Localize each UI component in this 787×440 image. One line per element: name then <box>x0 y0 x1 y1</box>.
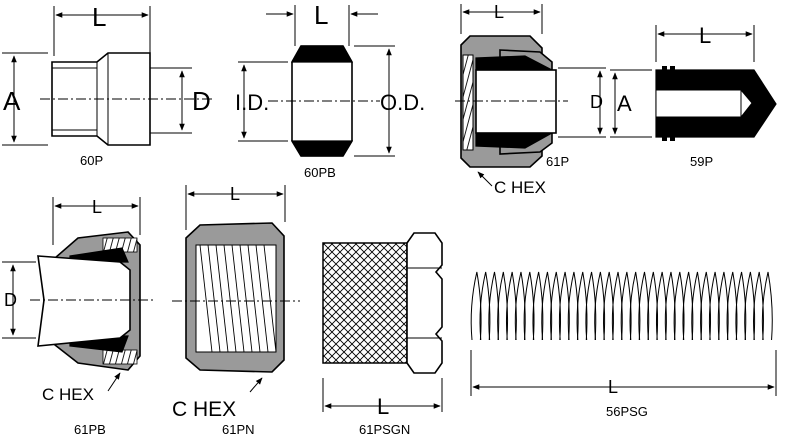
spring-coil <box>505 271 517 341</box>
spring-coil <box>488 271 500 341</box>
spring-coil <box>523 271 535 341</box>
part-56PSG: L 56PSG <box>470 270 777 419</box>
dim-label-L: L <box>377 394 389 419</box>
dim-label-OD: O.D. <box>380 90 425 115</box>
spring-coil <box>647 271 659 341</box>
dim-label-L: L <box>608 377 618 397</box>
dim-label-L: L <box>699 23 711 48</box>
internal-thread <box>199 244 277 353</box>
spring-coils <box>470 271 773 341</box>
spring-coil <box>532 271 544 341</box>
dim-label-A: A <box>3 86 21 116</box>
spring-coil <box>611 271 623 341</box>
caption-60PB: 60PB <box>304 165 336 180</box>
spring-coil <box>708 271 720 341</box>
part-61P: L D 61P C HEX <box>455 2 606 197</box>
spring-coil <box>726 271 738 341</box>
spring-coil <box>514 271 526 341</box>
part-61PN: L C HEX 61PN <box>172 184 300 437</box>
caption-59P: 59P <box>690 154 713 169</box>
hex-end <box>406 232 443 374</box>
spring-coil <box>638 271 650 341</box>
part-61PSGN: L 61PSGN <box>322 232 443 437</box>
spring-coil <box>550 271 561 341</box>
caption-61PN: 61PN <box>222 422 255 437</box>
caption-61PB: 61PB <box>74 422 106 437</box>
knurled-body <box>322 242 408 364</box>
spring-coil <box>682 271 694 341</box>
part-59P: L A 59P <box>610 23 777 169</box>
dim-label-L: L <box>494 2 504 22</box>
c-hex-label: C HEX <box>172 398 236 421</box>
spring-coil <box>603 271 614 341</box>
spring-coil <box>576 271 588 341</box>
spring-coil <box>541 271 553 341</box>
dim-label-D: D <box>192 86 211 116</box>
part-60PB: L I.D. O.D. 60PB <box>235 0 425 180</box>
spring-coil <box>744 271 756 341</box>
spring-coil <box>664 271 676 341</box>
part-61PB: L D C HEX 61PB <box>2 197 156 437</box>
spring-coil <box>761 271 773 341</box>
dim-label-L: L <box>314 0 328 30</box>
dim-label-L: L <box>230 184 240 204</box>
spring-coil <box>655 271 667 341</box>
c-hex-label: C HEX <box>42 385 94 404</box>
dim-label-D: D <box>4 290 17 310</box>
spring-coil <box>470 271 482 341</box>
spring-coil <box>497 271 509 341</box>
spring-coil <box>479 271 491 341</box>
tube <box>37 255 131 347</box>
caption-60P: 60P <box>80 153 103 168</box>
dim-label-ID: I.D. <box>235 90 269 115</box>
spring-coil <box>567 271 579 341</box>
c-hex-label: C HEX <box>494 178 546 197</box>
spring-coil <box>594 271 606 341</box>
dim-label-L: L <box>92 197 102 217</box>
caption-56PSG: 56PSG <box>606 404 648 419</box>
caption-61P: 61P <box>546 154 569 169</box>
part-60P: L A D 60P <box>2 2 215 168</box>
spring-coil <box>629 271 641 341</box>
spring-coil <box>753 271 764 341</box>
dim-label-L: L <box>92 2 106 32</box>
spring-coil <box>673 271 685 341</box>
dim-label-D: D <box>590 92 603 112</box>
spring-coil <box>700 271 711 341</box>
spring-coil <box>691 271 703 341</box>
caption-61PSGN: 61PSGN <box>359 422 410 437</box>
spring-coil <box>585 271 597 341</box>
spring-coil <box>717 271 729 341</box>
spring-coil <box>735 271 747 341</box>
dim-label-A: A <box>617 91 632 116</box>
spring-coil <box>620 271 632 341</box>
spring-coil <box>558 271 570 341</box>
